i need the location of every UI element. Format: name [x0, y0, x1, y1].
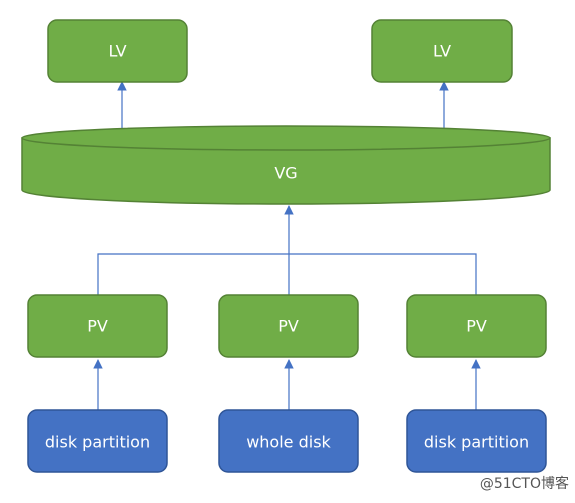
pv-middle-label: PV	[278, 317, 299, 336]
lv-right-label: LV	[433, 42, 451, 61]
pv-middle-box	[218, 294, 359, 358]
disk-right-node: disk partition	[406, 409, 547, 473]
pv-left-label: PV	[87, 317, 108, 336]
connectors	[93, 81, 481, 410]
lv-left-box	[47, 19, 188, 83]
connector-pv-right-to-bus	[289, 253, 477, 295]
lv-right-box	[371, 19, 513, 83]
pv-middle-node: PV	[218, 294, 359, 358]
disk-left-box	[27, 409, 168, 473]
disk-right-box	[406, 409, 547, 473]
disk-left-node: disk partition	[27, 409, 168, 473]
lv-left-node: LV	[47, 19, 188, 83]
vg-cylinder-body	[21, 137, 551, 205]
lv-left-label: LV	[108, 42, 126, 61]
disk-middle-box	[218, 409, 359, 473]
vg-node: VG	[21, 125, 551, 205]
watermark: @51CTO博客	[479, 476, 569, 492]
disk-right-label: disk partition	[424, 433, 529, 452]
disk-middle-label: whole disk	[246, 433, 331, 452]
disk-left-label: disk partition	[45, 433, 150, 452]
vg-cylinder-top	[21, 125, 551, 151]
lv-right-node: LV	[371, 19, 513, 83]
pv-right-node: PV	[406, 294, 547, 358]
connector-pv-left-to-bus	[97, 253, 289, 295]
pv-right-box	[406, 294, 547, 358]
disk-middle-node: whole disk	[218, 409, 359, 473]
vg-label: VG	[274, 164, 297, 183]
pv-left-box	[27, 294, 168, 358]
pv-right-label: PV	[466, 317, 487, 336]
pv-left-node: PV	[27, 294, 168, 358]
